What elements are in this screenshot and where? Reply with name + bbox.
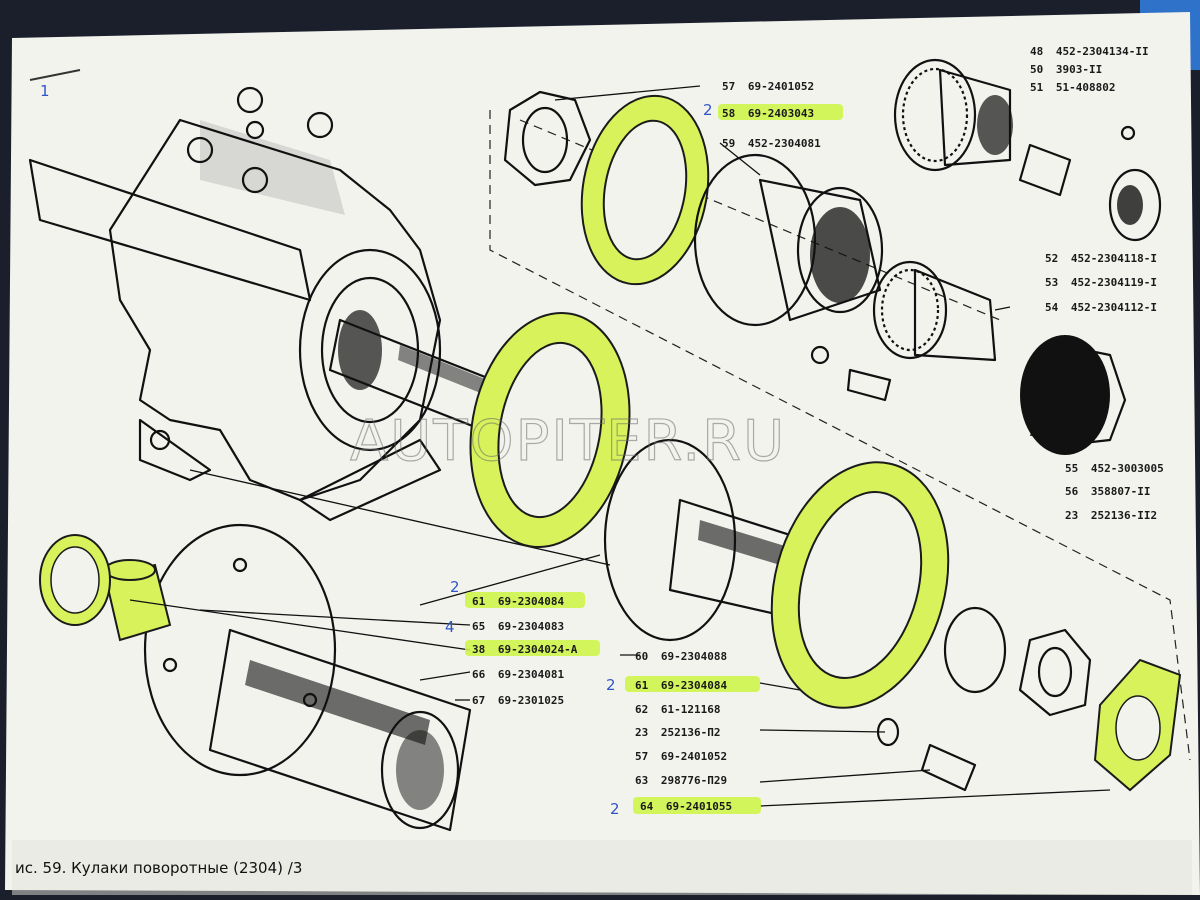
note-64: 2 bbox=[610, 800, 620, 818]
label-53: 53 452-2304119-I bbox=[1045, 276, 1157, 289]
note-61-right: 2 bbox=[606, 676, 616, 694]
hub-flange-top bbox=[693, 153, 884, 327]
label-58: 58 69-2403043 bbox=[722, 107, 814, 120]
label-67: 67 69-2301025 bbox=[472, 694, 564, 707]
label-66: 66 69-2304081 bbox=[472, 668, 564, 681]
bushing-38 bbox=[103, 559, 172, 642]
washer-nut-group bbox=[876, 606, 1182, 792]
lock-washer-65 bbox=[39, 534, 111, 626]
label-64: 64 69-2401055 bbox=[640, 800, 732, 813]
figure-caption: ис. 59. Кулаки поворотные (2304) /3 bbox=[15, 859, 302, 877]
note-58: 2 bbox=[703, 101, 713, 119]
label-61-left: 61 69-2304084 bbox=[472, 595, 564, 608]
gasket-lower bbox=[770, 461, 950, 709]
label-65: 65 69-2304083 bbox=[472, 620, 564, 633]
label-55: 55 452-3003005 bbox=[1065, 462, 1164, 475]
label-52: 52 452-2304118-I bbox=[1045, 252, 1157, 265]
label-60: 60 69-2304088 bbox=[635, 650, 727, 663]
spindle-assembly bbox=[143, 523, 472, 832]
gasket-top bbox=[580, 94, 710, 286]
label-51: 51 51-408802 bbox=[1030, 81, 1115, 94]
label-57-top: 57 69-2401052 bbox=[722, 80, 814, 93]
note-61-left: 2 bbox=[450, 578, 460, 596]
corner-mark: 1 bbox=[40, 82, 50, 100]
hub-cap bbox=[810, 335, 1127, 455]
label-23-right: 23 252136-II2 bbox=[1065, 509, 1157, 522]
gear-assembly bbox=[872, 58, 1162, 362]
label-23-bottom: 23 252136-П2 bbox=[635, 726, 720, 739]
gasket-middle bbox=[469, 312, 631, 548]
label-61-right: 61 69-2304084 bbox=[635, 679, 727, 692]
label-50: 50 3903-II bbox=[1030, 63, 1102, 76]
knuckle-housing bbox=[28, 86, 442, 522]
nut-top bbox=[503, 90, 592, 187]
assembly-lines bbox=[189, 110, 1191, 761]
label-highlights bbox=[465, 104, 843, 814]
label-48: 48 452-2304134-II bbox=[1030, 45, 1149, 58]
label-57-bottom: 57 69-2401052 bbox=[635, 750, 727, 763]
watermark: AUTOPITER.RU bbox=[350, 409, 786, 474]
label-56: 56 358807-II bbox=[1065, 485, 1150, 498]
label-54: 54 452-2304112-I bbox=[1045, 301, 1157, 314]
page-shade bbox=[12, 840, 1192, 895]
note-65: 4 bbox=[445, 618, 455, 636]
leader-lines bbox=[129, 85, 1111, 807]
label-38: 38 69-2304024-А bbox=[472, 643, 578, 656]
label-63: 63 298776-П29 bbox=[635, 774, 727, 787]
label-62: 62 61-121168 bbox=[635, 703, 720, 716]
corner-mark-stroke bbox=[29, 69, 81, 81]
label-59: 59 452-2304081 bbox=[722, 137, 821, 150]
